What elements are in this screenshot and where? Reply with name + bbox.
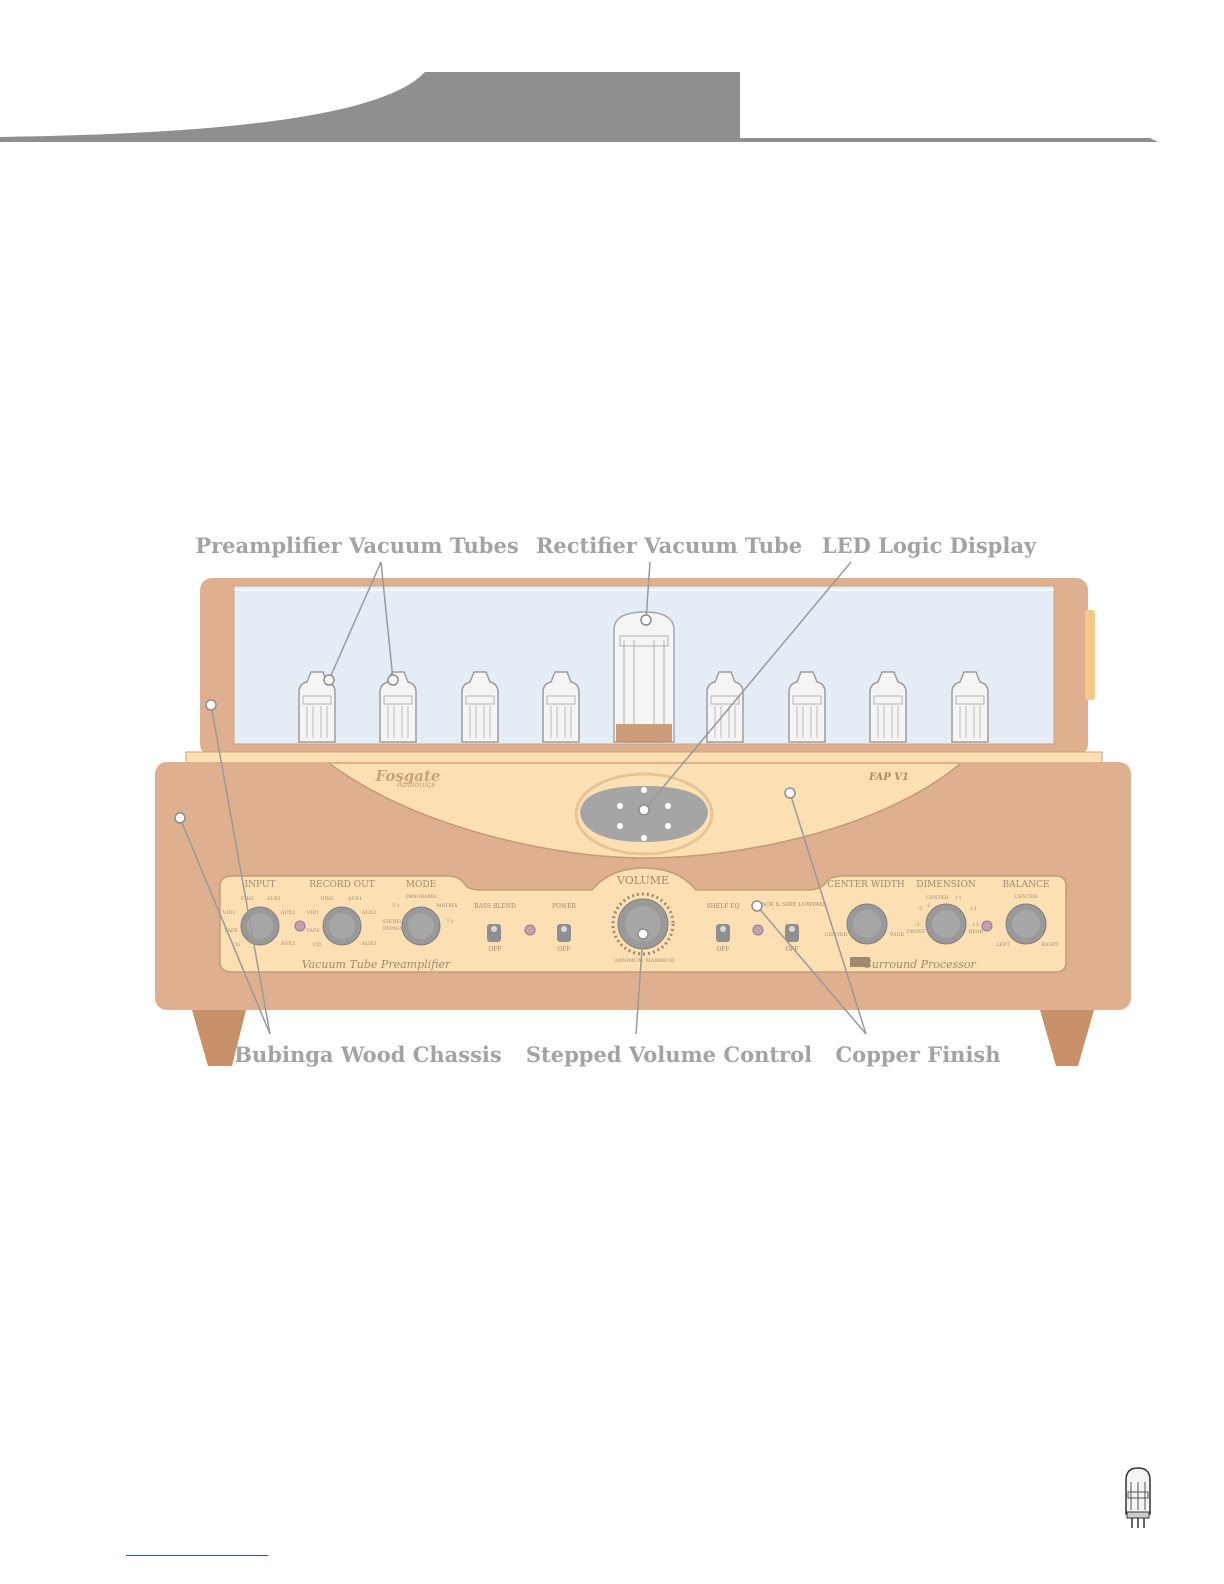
mode-label: MODE <box>406 880 436 890</box>
amplifier-diagram: Preamplifier Vacuum Tubes Rectifier Vacu… <box>155 533 1131 1067</box>
header-swoosh <box>0 72 1158 142</box>
preamp-tube <box>542 671 580 743</box>
model-name: FAP V1 <box>868 772 909 783</box>
indicator-led <box>752 924 764 936</box>
preamp-caption: Vacuum Tube Preamplifier <box>302 958 451 971</box>
volume-label: VOLUME <box>616 874 669 887</box>
input-label: INPUT <box>245 880 276 890</box>
volume-max-label: MAXIMUM <box>646 958 675 964</box>
shelf-eq-toggle[interactable] <box>716 924 730 942</box>
indicator-led <box>524 924 536 936</box>
record-out-knob[interactable] <box>322 906 362 946</box>
mode-pos-6: BYPASS <box>383 926 404 932</box>
dimension-center: CENTER <box>926 895 949 901</box>
record-pos-4: AUX2 <box>361 910 377 916</box>
preamp-tube <box>869 671 907 743</box>
center-width-max: WIDE <box>890 932 905 938</box>
mode-pos-1: PANORAMA <box>405 894 436 900</box>
balance-knob[interactable] <box>1005 903 1047 945</box>
bass-blend-state: OFF <box>488 946 501 953</box>
volume-min-label: MINIMUM <box>615 958 643 964</box>
back-side-lowpass-toggle[interactable] <box>785 924 799 942</box>
mode-pos-5: STEREO <box>382 919 404 925</box>
dimension-tick: +3 <box>971 922 978 928</box>
dimension-tick: -3 <box>915 922 920 928</box>
dimension-left: FRONT <box>906 929 926 935</box>
surround-caption: Surround Processor <box>864 958 976 971</box>
footer-link-underline[interactable] <box>126 1555 268 1556</box>
preamp-tube <box>298 671 336 743</box>
preamp-tube <box>951 671 989 743</box>
power-toggle[interactable] <box>557 924 571 942</box>
callout-led-display: LED Logic Display <box>822 533 1037 558</box>
surround-logo-icon <box>850 957 870 967</box>
balance-label: BALANCE <box>1003 880 1050 890</box>
header-band <box>0 72 1158 142</box>
callout-leaders <box>179 561 867 1035</box>
callout-preamp-tubes: Preamplifier Vacuum Tubes <box>195 533 518 558</box>
center-width-label: CENTER WIDTH <box>827 880 905 890</box>
indicator-led <box>294 920 306 932</box>
preamp-tube <box>788 671 826 743</box>
shelf-eq-label: SHELF EQ <box>706 903 739 910</box>
preamp-tube <box>461 671 499 743</box>
record-pos-5: AUX3 <box>361 941 377 947</box>
callout-wood-chassis: Bubinga Wood Chassis <box>234 1042 501 1067</box>
record-pos-7: CD <box>313 942 321 948</box>
record-pos-1: VID1 <box>306 910 320 916</box>
brand-logo: Fosgate <box>375 767 441 785</box>
power-state: OFF <box>557 946 570 953</box>
balance-center: CENTER <box>1015 894 1038 900</box>
preamp-tube <box>706 671 744 743</box>
mode-knob[interactable] <box>401 906 441 946</box>
balance-left: LEFT <box>996 942 1010 948</box>
callout-volume-control: Stepped Volume Control <box>526 1042 812 1067</box>
input-pos-3: AUX1 <box>266 896 282 902</box>
dimension-knob[interactable] <box>925 903 967 945</box>
record-pos-2: VID2 <box>320 896 334 902</box>
input-pos-6: TAPE <box>224 928 238 934</box>
indicator-led <box>981 920 993 932</box>
power-label: POWER <box>552 903 577 910</box>
input-pos-4: AUX2 <box>280 910 296 916</box>
input-pos-7: CD <box>232 942 240 948</box>
mode-pos-3: 5.1 <box>392 903 400 909</box>
center-width-min: CENTER <box>825 932 848 938</box>
dimension-right: REAR <box>969 929 984 935</box>
vacuum-tube-icon <box>1125 1467 1151 1528</box>
brand-logo-sub: Audionics <box>396 780 436 789</box>
volume-knob[interactable] <box>611 892 675 956</box>
shelf-eq-state: OFF <box>716 946 729 953</box>
bass-blend-toggle[interactable] <box>487 924 501 942</box>
input-pos-1: VID1 <box>222 910 236 916</box>
input-pos-5: AUX3 <box>280 941 296 947</box>
back-side-lowpass-label: BACK & SIDE LOWPASS <box>757 902 826 908</box>
chassis-foot-right <box>1040 1010 1094 1066</box>
callout-rectifier-tube: Rectifier Vacuum Tube <box>536 533 802 558</box>
rectifier-tube <box>613 611 675 743</box>
back-side-lowpass-state: OFF <box>785 946 798 953</box>
record-pos-6: TAPE <box>306 928 320 934</box>
dimension-tick: +2 <box>969 906 976 912</box>
dimension-label: DIMENSION <box>916 880 976 890</box>
bass-blend-label: BASS BLEND <box>474 903 516 910</box>
record-out-label: RECORD OUT <box>309 880 374 890</box>
dimension-tick: -1 <box>926 903 931 909</box>
callout-copper-finish: Copper Finish <box>835 1042 1000 1067</box>
chassis-foot-left <box>192 1010 246 1066</box>
callout-markers <box>174 614 796 940</box>
preamp-tube <box>379 671 417 743</box>
center-width-knob[interactable] <box>846 903 888 945</box>
mode-pos-2: MATRIX <box>436 903 458 909</box>
record-pos-3: AUX1 <box>347 896 363 902</box>
input-selector-knob[interactable] <box>240 906 280 946</box>
balance-right: RIGHT <box>1041 942 1059 948</box>
mode-pos-4: 7.1 <box>446 919 454 925</box>
dimension-tick: +1 <box>954 895 961 901</box>
dimension-tick: -2 <box>918 906 923 912</box>
